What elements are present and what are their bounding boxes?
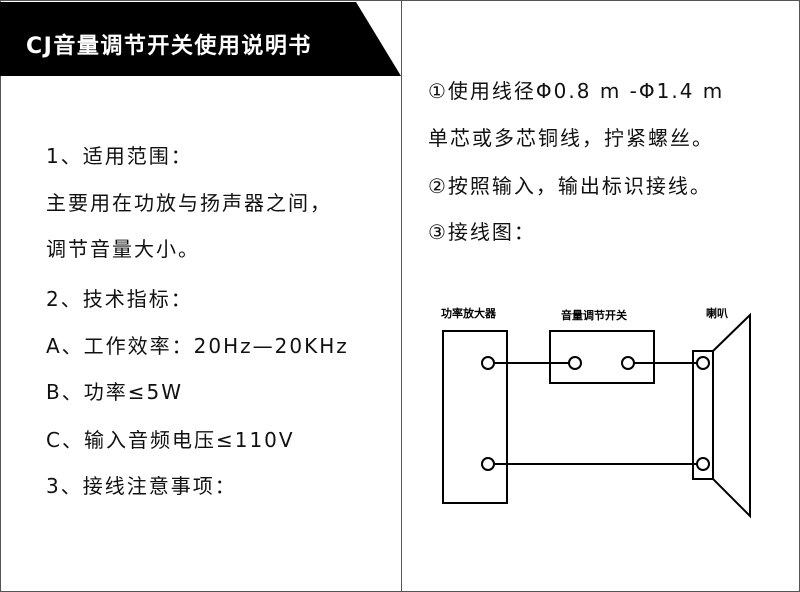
title-bar-slant: [356, 2, 401, 76]
switch-terminal-out: [621, 356, 635, 370]
amplifier-box: [442, 330, 508, 504]
wiring-note-1: ①使用线径Φ0.8 m -Φ1.4 m: [428, 79, 725, 103]
speaker-label: 喇叭: [706, 306, 728, 320]
speaker-terminal-bottom: [696, 457, 710, 471]
switch-box: [549, 330, 655, 384]
amp-terminal-bottom: [481, 457, 495, 471]
column-divider: [401, 0, 402, 592]
section-1-heading: 1、适用范围：: [46, 144, 193, 168]
section-3-heading: 3、接线注意事项：: [46, 474, 237, 498]
speaker-cone: [712, 312, 751, 519]
switch-label: 音量调节开关: [561, 308, 627, 322]
section-2-heading: 2、技术指标：: [46, 287, 193, 311]
scope-text-line-2: 调节音量大小。: [46, 237, 200, 261]
amp-terminal-top: [481, 356, 495, 370]
wiring-note-3: ③接线图：: [428, 220, 536, 244]
scope-text-line-1: 主要用在功放与扬声器之间，: [46, 191, 332, 215]
switch-terminal-in: [568, 356, 582, 370]
spec-voltage: C、输入音频电压≤110V: [46, 428, 295, 452]
wiring-diagram: 功率放大器 音量调节开关 喇叭: [441, 306, 751, 519]
wiring-note-1-cont: 单芯或多芯铜线，拧紧螺丝。: [428, 126, 714, 150]
speaker-terminal-top: [696, 356, 710, 370]
spec-power: B、功率≤5W: [46, 380, 183, 404]
title-bar: [0, 2, 401, 76]
wiring-note-2: ②按照输入，输出标识接线。: [428, 174, 712, 198]
amplifier-label: 功率放大器: [441, 306, 497, 320]
spec-frequency: A、工作效率：20Hz—20KHz: [46, 334, 349, 358]
page-title: CJ音量调节开关使用说明书: [26, 34, 312, 59]
